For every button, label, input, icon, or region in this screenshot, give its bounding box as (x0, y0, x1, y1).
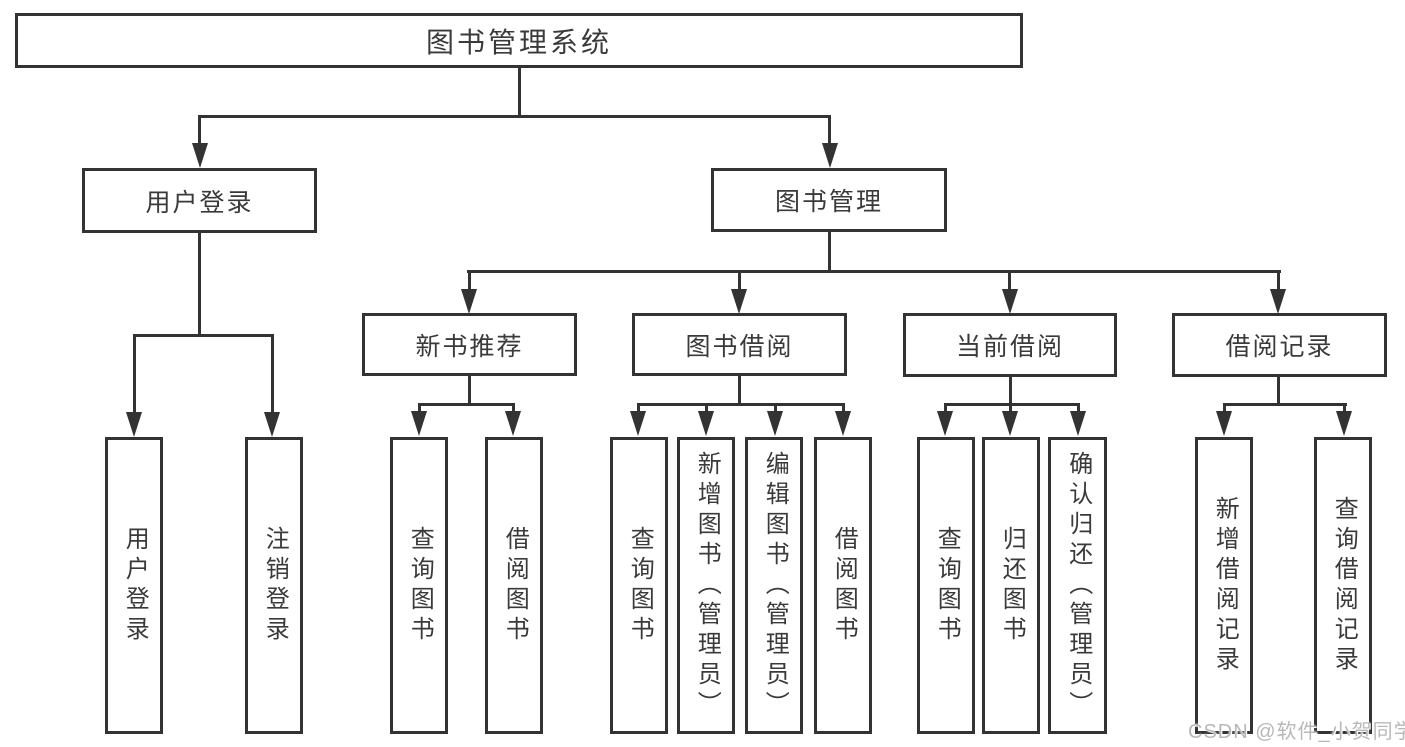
connector-line (828, 232, 831, 272)
node-root: 图书管理系统 (15, 13, 1023, 68)
connector-line (418, 403, 515, 406)
leaf-borrowing-borrow-books-label: 借阅图书 (830, 525, 858, 646)
arrowhead-down-icon (192, 143, 208, 168)
connector-line (518, 68, 521, 118)
connector-line (198, 115, 201, 147)
connector-line (133, 334, 274, 337)
connector-line (774, 403, 777, 413)
leaf-borrowing-add-books-admin-label: 新增图书（管理员） (693, 450, 721, 721)
connector-line (637, 403, 845, 406)
leaf-current-confirm-return-admin: 确认归还（管理员） (1048, 437, 1107, 734)
connector-line (944, 403, 1080, 406)
leaf-current-query-books: 查询图书 (917, 437, 975, 734)
leaf-newbooks-query-books-label: 查询图书 (406, 525, 434, 646)
leaf-user-login: 用户登录 (105, 437, 163, 734)
arrowhead-down-icon (630, 411, 646, 436)
arrowhead-down-icon (1002, 289, 1018, 314)
node-borrow-records-label: 借阅记录 (1225, 333, 1334, 361)
node-root-label: 图书管理系统 (425, 26, 612, 58)
arrowhead-down-icon (264, 412, 280, 437)
watermark: CSDN @软件_小贺同学 (1188, 721, 1405, 743)
node-user-login-label: 用户登录 (145, 188, 254, 217)
leaf-logout: 注销登录 (245, 437, 303, 734)
leaf-newbooks-borrow-books-label: 借阅图书 (501, 525, 529, 646)
connector-line (1223, 403, 1226, 413)
arrowhead-down-icon (767, 411, 783, 436)
arrowhead-down-icon (1270, 289, 1286, 314)
arrowhead-down-icon (461, 289, 477, 314)
connector-line (944, 403, 947, 413)
node-book-management: 图书管理 (711, 168, 947, 232)
leaf-borrowing-edit-books-admin-label: 编辑图书（管理员） (761, 450, 789, 721)
leaf-newbooks-query-books: 查询图书 (390, 437, 448, 734)
leaf-borrowing-borrow-books: 借阅图书 (814, 437, 872, 734)
connector-line (198, 115, 831, 118)
connector-line (1277, 270, 1280, 292)
connector-line (637, 403, 640, 413)
connector-line (468, 270, 471, 292)
node-new-book-recommend: 新书推荐 (362, 313, 577, 376)
arrowhead-down-icon (731, 289, 747, 314)
leaf-borrowing-add-books-admin: 新增图书（管理员） (677, 437, 735, 734)
leaf-current-return-books: 归还图书 (982, 437, 1040, 734)
leaf-borrowing-edit-books-admin: 编辑图书（管理员） (745, 437, 803, 734)
node-current-borrowing: 当前借阅 (903, 313, 1117, 377)
leaf-current-return-books-label: 归还图书 (998, 525, 1026, 646)
connector-line (1077, 403, 1080, 413)
connector-line (705, 403, 708, 413)
leaf-records-query-record: 查询借阅记录 (1314, 437, 1372, 734)
leaf-logout-label: 注销登录 (261, 525, 289, 646)
connector-line (1277, 377, 1280, 406)
connector-line (418, 403, 421, 413)
node-user-login: 用户登录 (82, 168, 317, 233)
node-book-borrowing-label: 图书借阅 (685, 332, 794, 361)
leaf-current-confirm-return-admin-label: 确认归还（管理员） (1064, 450, 1092, 721)
leaf-newbooks-borrow-books: 借阅图书 (485, 437, 543, 734)
leaf-records-add-record: 新增借阅记录 (1195, 437, 1253, 734)
leaf-borrowing-query-books: 查询图书 (610, 437, 668, 734)
arrowhead-down-icon (126, 412, 142, 437)
connector-line (1009, 403, 1012, 413)
arrowhead-down-icon (835, 411, 851, 436)
arrowhead-down-icon (411, 411, 427, 436)
connector-line (271, 334, 274, 414)
leaf-borrowing-query-books-label: 查询图书 (626, 525, 654, 646)
connector-line (1009, 377, 1012, 406)
connector-line (1343, 403, 1346, 413)
node-book-borrowing: 图书借阅 (632, 313, 847, 376)
connector-line (738, 376, 741, 406)
node-new-book-recommend-label: 新书推荐 (415, 332, 524, 361)
leaf-user-login-label: 用户登录 (121, 525, 149, 646)
arrowhead-down-icon (1070, 411, 1086, 436)
connector-line (828, 115, 831, 147)
node-current-borrowing-label: 当前借阅 (955, 333, 1064, 361)
connector-line (842, 403, 845, 413)
arrowhead-down-icon (698, 411, 714, 436)
node-book-management-label: 图书管理 (774, 188, 883, 216)
connector-line (468, 376, 471, 406)
arrowhead-down-icon (1002, 411, 1018, 436)
leaf-records-query-record-label: 查询借阅记录 (1330, 495, 1358, 676)
arrowhead-down-icon (822, 143, 838, 168)
leaf-current-query-books-label: 查询图书 (933, 525, 961, 646)
arrowhead-down-icon (1336, 411, 1352, 436)
connector-line (198, 233, 201, 336)
connector-line (512, 403, 515, 413)
arrowhead-down-icon (505, 411, 521, 436)
connector-line (1008, 270, 1011, 292)
connector-line (1223, 403, 1347, 406)
connector-line (467, 270, 1281, 273)
arrowhead-down-icon (937, 411, 953, 436)
leaf-records-add-record-label: 新增借阅记录 (1211, 495, 1239, 676)
arrowhead-down-icon (1216, 411, 1232, 436)
connector-line (133, 334, 136, 414)
connector-line (738, 270, 741, 292)
node-borrow-records: 借阅记录 (1172, 313, 1387, 377)
